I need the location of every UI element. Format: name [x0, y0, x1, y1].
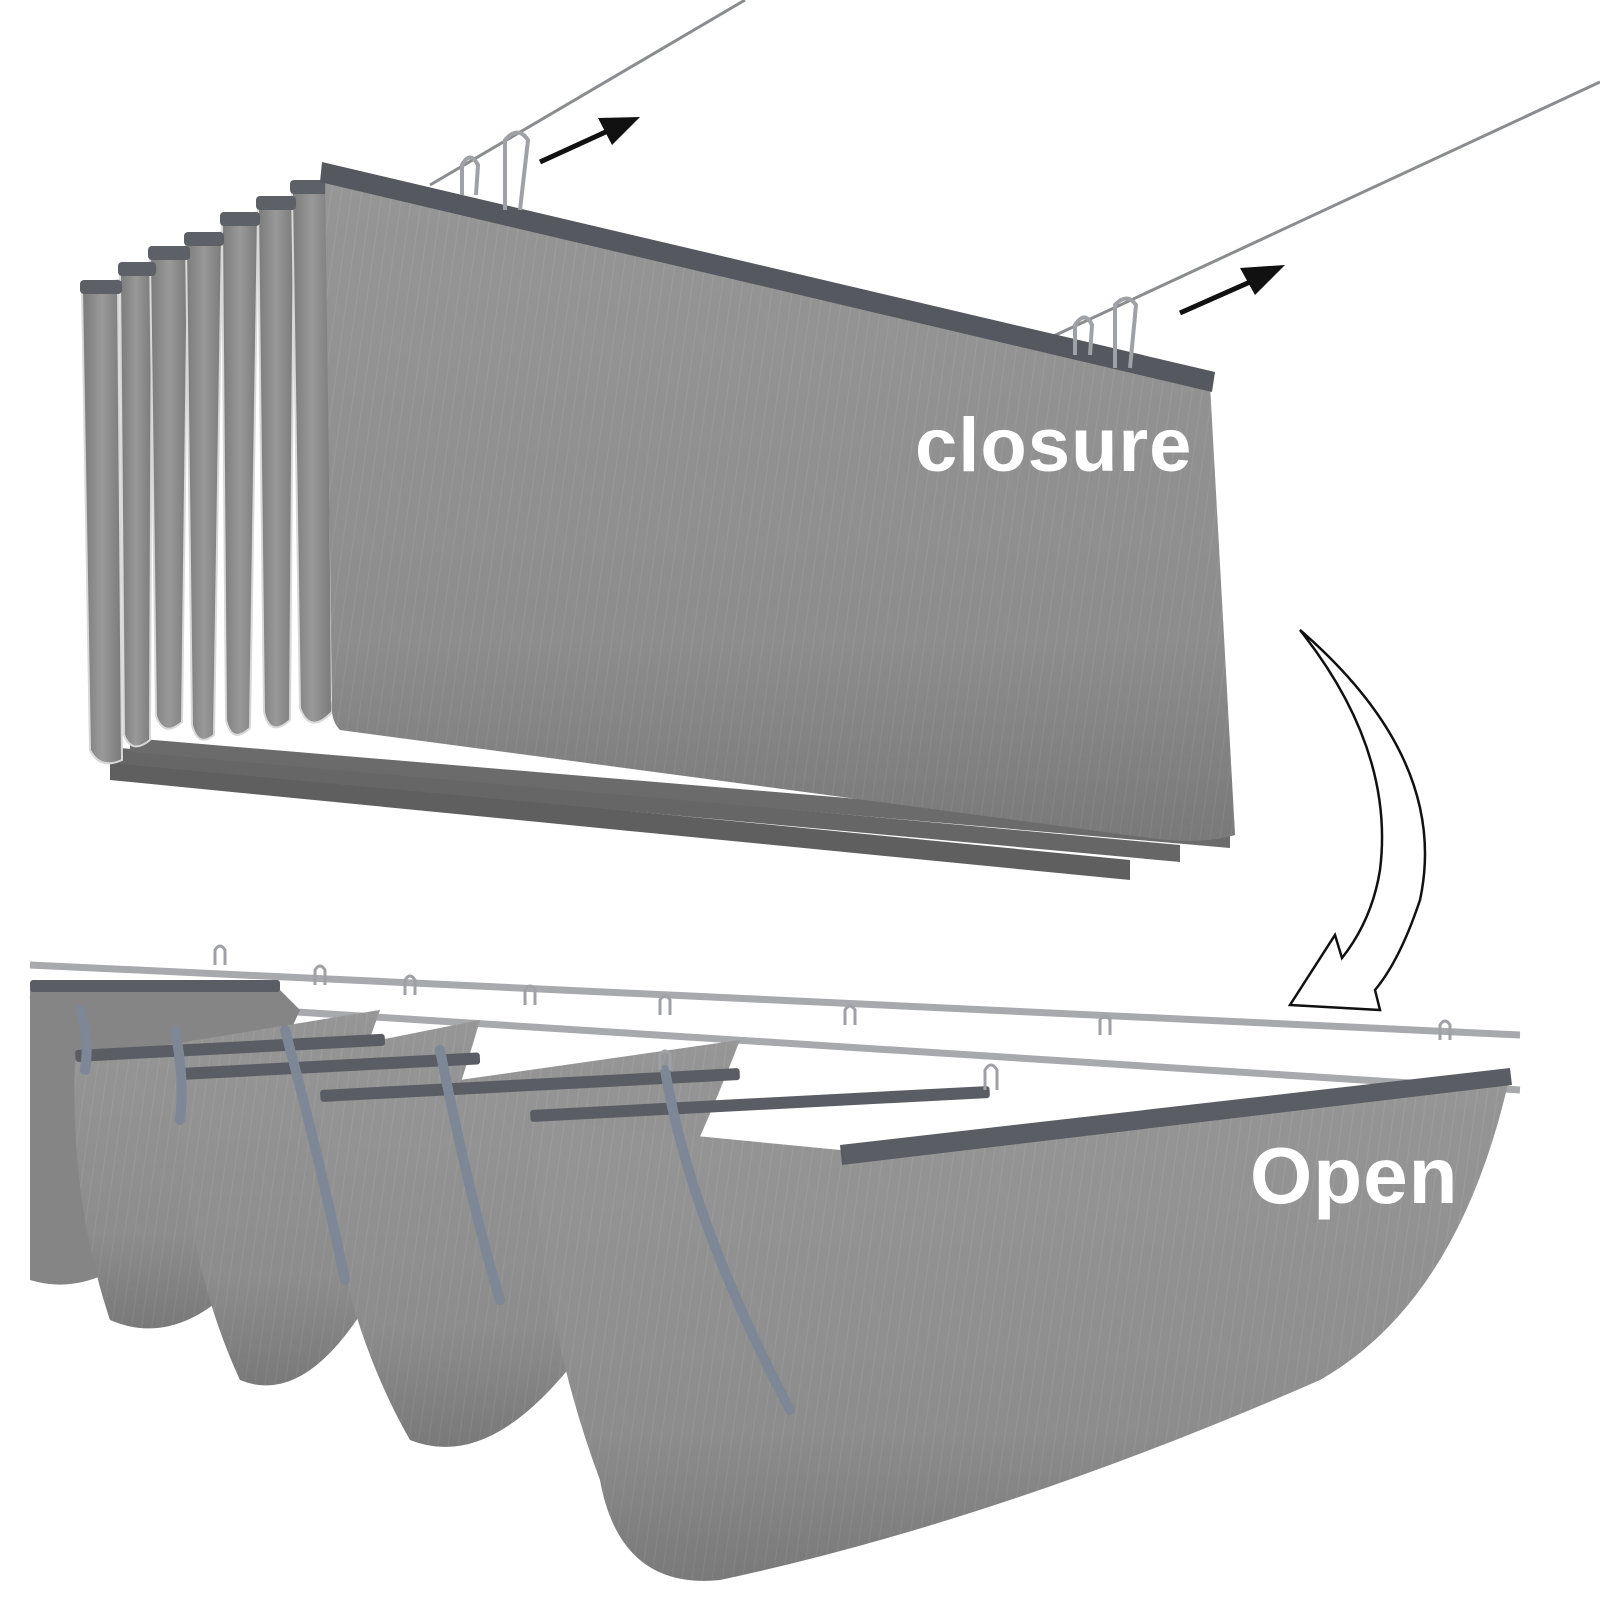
fold-bottom-2: [120, 748, 1180, 862]
open-rails: [30, 980, 1512, 1165]
curved-arrow-down-icon: [1287, 629, 1427, 1012]
open-canopy: [29, 944, 1521, 1581]
fold-panel-1: [80, 278, 124, 765]
hooks-right: [1073, 296, 1139, 369]
fold-panel-3: [148, 244, 190, 730]
wire-right: [1044, 80, 1600, 342]
swag-front-tex: [530, 1075, 1510, 1581]
straps: [75, 1005, 795, 1415]
fold-panel-4: [184, 230, 224, 741]
fold-panel-7: [290, 178, 334, 724]
fold-rails: [80, 180, 330, 294]
fold-bottom-1: [110, 760, 1130, 880]
fold-panel-6: [256, 194, 296, 729]
wire-left: [429, 0, 746, 187]
fold-bottom-3: [130, 738, 1230, 848]
fold-panel-2: [118, 260, 154, 748]
wire-back: [29, 961, 1521, 1039]
closure-label: closure: [915, 403, 1193, 488]
open-hooks: [213, 944, 1452, 1090]
arrow-up-right-icon: [538, 117, 640, 165]
fold-panel-5: [220, 210, 260, 736]
arrow-up-right-icon: [1178, 265, 1285, 316]
closed-canopy: [80, 0, 1600, 880]
front-top-rail: [320, 162, 1215, 392]
open-label: Open: [1250, 1131, 1459, 1220]
hooks-left: [460, 130, 531, 211]
